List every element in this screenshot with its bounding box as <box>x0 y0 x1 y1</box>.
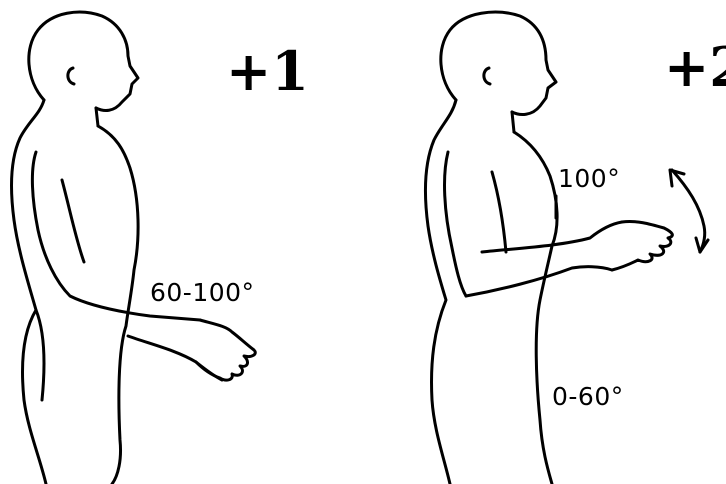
figure-2-neck <box>512 112 514 132</box>
figure-2-arm-inner <box>492 172 506 252</box>
panel-2-shoulder-angle-label: 100° <box>558 166 620 191</box>
figure-2-head <box>441 12 556 114</box>
figure-2-motion-arrow <box>672 170 705 252</box>
figure-2-back <box>426 100 456 484</box>
figure-2-upper-arm <box>445 152 466 296</box>
panel-2-elbow-angle-label: 0-60° <box>552 384 624 409</box>
panel-1-score: +1 <box>226 44 309 98</box>
figure-2-hand <box>612 221 672 270</box>
figure-2-chest <box>514 132 557 484</box>
panel-1-angle-label: 60-100° <box>150 280 255 305</box>
figure-2-ear <box>484 68 490 84</box>
panel-2-score: +2 <box>664 40 726 94</box>
figure-2-forearm-lower <box>466 267 612 296</box>
